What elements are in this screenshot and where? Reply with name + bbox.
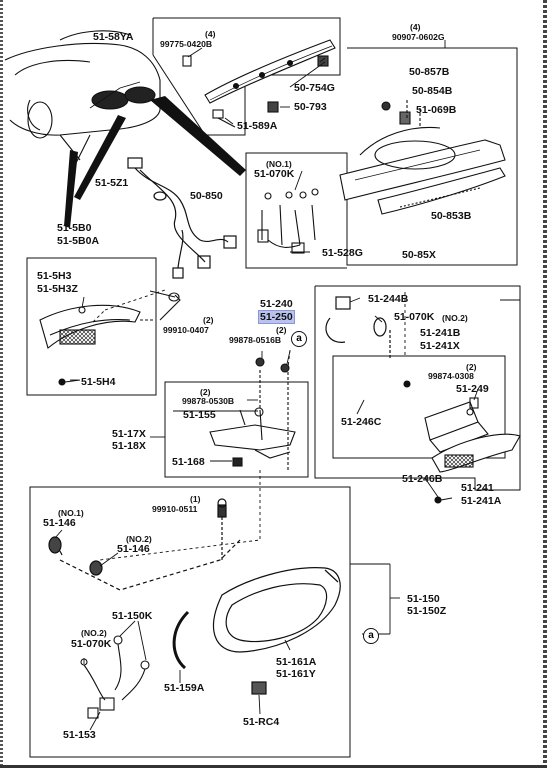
part-label-50-854b: 50-854B <box>412 85 453 97</box>
part-label-51-070k-no2: 51-070K <box>394 311 435 323</box>
note-label: (NO.1) <box>58 508 84 518</box>
part-label-50-793: 50-793 <box>294 101 327 113</box>
reference-a-marker: a <box>291 331 307 347</box>
part-label-51-240: 51-240 <box>260 298 293 310</box>
part-label-50-85x: 50-85X <box>402 249 436 261</box>
wiring-harness <box>127 157 237 279</box>
rear-combination-box <box>245 47 518 269</box>
qty-label: (4) <box>205 29 216 39</box>
part-label-51-150: 51-150 <box>407 593 440 605</box>
part-label-99910-0511: 99910-0511 <box>152 504 198 514</box>
part-label-51-589a: 51-589A <box>237 120 278 132</box>
part-label-99878-0530b: 99878-0530B <box>182 396 235 406</box>
part-label-50-850: 50-850 <box>190 190 223 202</box>
car-rear-illustration <box>4 30 161 176</box>
part-label-51-5b0: 51-5B0 <box>57 222 92 234</box>
high-mount-lamp <box>182 39 336 128</box>
part-label-50-853b: 50-853B <box>431 210 472 222</box>
socket-wiring <box>257 188 319 254</box>
part-label-51-246c: 51-246C <box>341 416 382 428</box>
rear-combination-lamp <box>339 100 506 215</box>
part-label-51-246b: 51-246B <box>402 473 443 485</box>
front-harness <box>80 635 150 719</box>
part-label-99775-0420b: 99775-0420B <box>160 39 213 49</box>
part-label-51-159a: 51-159A <box>164 682 205 694</box>
part-label-51-153: 51-153 <box>63 729 96 741</box>
note-label: (NO.1) <box>266 159 292 169</box>
part-label-51-155: 51-155 <box>183 409 216 421</box>
right-frame-edge <box>543 0 547 768</box>
left-frame-edge <box>0 0 3 768</box>
part-label-90907-0602g: 90907-0602G <box>392 32 445 42</box>
part-label-51-150z: 51-150Z <box>407 605 447 617</box>
side-marker-box <box>26 257 157 396</box>
qty-label: (2) <box>466 362 477 372</box>
license-lamp-box <box>314 285 521 491</box>
part-label-51-070k: 51-070K <box>254 168 295 180</box>
dashed-leaders <box>92 289 406 369</box>
qty-label: (1) <box>190 494 201 504</box>
part-label-99910-0407: 99910-0407 <box>163 325 209 335</box>
front-turn-lamp <box>48 498 341 695</box>
part-label-51-5h3: 51-5H3 <box>37 270 72 282</box>
qty-label: (2) <box>276 325 287 335</box>
qty-label: (4) <box>410 22 421 32</box>
side-marker-lamp <box>39 292 181 386</box>
part-label-50-754g: 50-754G <box>294 82 335 94</box>
part-label-51-161y: 51-161Y <box>276 668 316 680</box>
license-socket <box>325 296 391 360</box>
part-label-50-857b: 50-857B <box>409 66 450 78</box>
part-label-51-rc4: 51-RC4 <box>243 716 280 728</box>
part-label-51-241x: 51-241X <box>420 340 460 352</box>
part-label-51-161a: 51-161A <box>276 656 317 668</box>
note-label: (NO.2) <box>442 313 468 323</box>
part-label-51-244b: 51-244B <box>368 293 409 305</box>
part-label-51-249: 51-249 <box>456 383 489 395</box>
part-label-51-5h4: 51-5H4 <box>81 376 116 388</box>
reference-a-marker: a <box>363 628 379 644</box>
part-label-51-5z1: 51-5Z1 <box>95 177 129 189</box>
part-label-51-069b: 51-069B <box>416 104 457 116</box>
part-label-51-17x: 51-17X <box>112 428 146 440</box>
part-label-51-18x: 51-18X <box>112 440 146 452</box>
license-lamp-assembly <box>403 380 521 504</box>
bottom-frame-edge <box>0 765 547 768</box>
spoiler-light-box <box>152 17 341 136</box>
qty-label: (2) <box>200 387 211 397</box>
note-label: (NO.2) <box>126 534 152 544</box>
part-label-51-168: 51-168 <box>172 456 205 468</box>
part-label-51-070k: 51-070K <box>71 638 112 650</box>
part-label-51-241: 51-241 <box>461 482 494 494</box>
bracket-box <box>164 381 309 478</box>
note-label: (NO.2) <box>81 628 107 638</box>
part-label-51-150k: 51-150K <box>112 610 153 622</box>
car-leader-wedges <box>64 96 246 228</box>
part-label-99878-0516b: 99878-0516B <box>229 335 282 345</box>
bracket-assembly <box>209 357 296 470</box>
part-label-51-146: 51-146 <box>43 517 76 529</box>
part-label-51-5h3z: 51-5H3Z <box>37 283 78 295</box>
front-lamp-box <box>29 486 351 758</box>
part-label-51-250-highlighted[interactable]: 51-250 <box>258 310 295 324</box>
part-label-51-528g: 51-528G <box>322 247 363 259</box>
part-label-51-58ya: 51-58YA <box>93 31 134 43</box>
qty-label: (2) <box>203 315 214 325</box>
part-label-51-5b0a: 51-5B0A <box>57 235 100 247</box>
part-label-51-241a: 51-241A <box>461 495 502 507</box>
part-label-99874-0308: 99874-0308 <box>428 371 474 381</box>
part-label-51-241b: 51-241B <box>420 327 461 339</box>
part-label-51-146: 51-146 <box>117 543 150 555</box>
